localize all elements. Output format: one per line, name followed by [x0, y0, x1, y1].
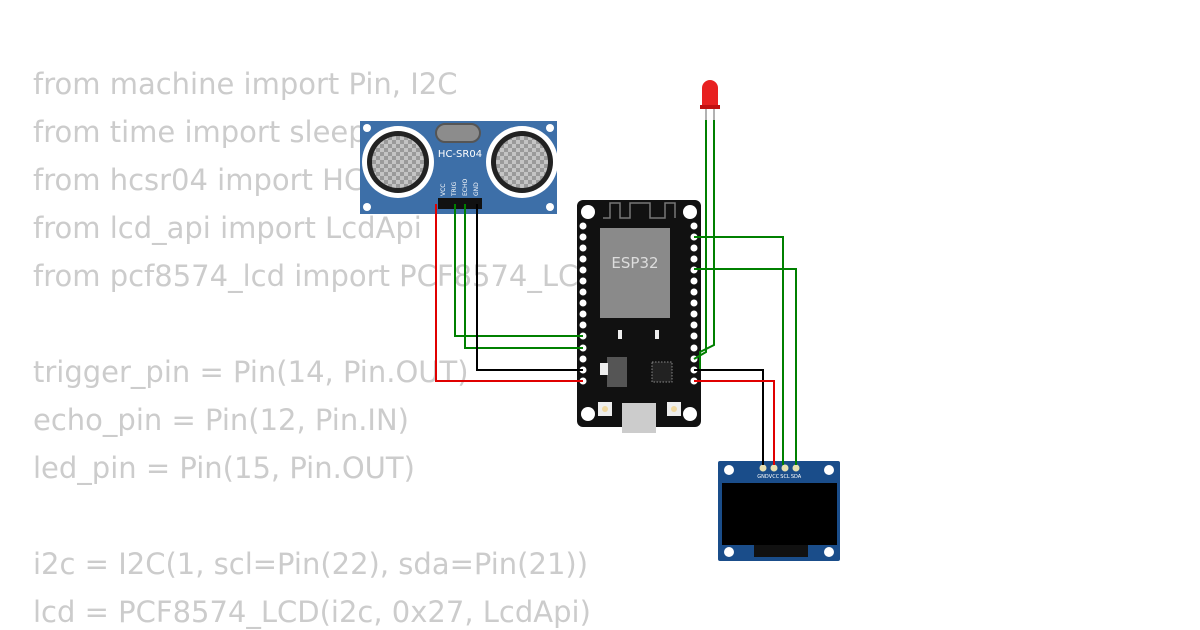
wire-led-a — [693, 120, 707, 360]
code-line: from lcd_api import LcdApi — [33, 211, 422, 245]
pin-label: VCC — [769, 474, 780, 480]
esp32-board[interactable]: ESP32 — [577, 200, 701, 433]
mcu-label: ESP32 — [611, 254, 658, 272]
oled-display[interactable]: GND VCC SCL SDA — [718, 461, 840, 561]
code-line: lcd = PCF8574_LCD(i2c, 0x27, LcdApi) — [33, 595, 591, 629]
pin-label: GND — [473, 182, 480, 196]
pin-label: TRIG — [451, 181, 458, 197]
pin-label: VCC — [440, 184, 447, 196]
wire-gnd — [476, 204, 583, 371]
code-line: from time import sleep — [33, 115, 367, 149]
pin-label: SDA — [791, 474, 802, 480]
wires — [435, 120, 797, 465]
sensor-label: HC-SR04 — [438, 149, 482, 160]
code-line: from pcf8574_lcd import PCF8574_LCD — [33, 259, 601, 293]
pin-label: GND — [757, 474, 769, 480]
code-line: led_pin = Pin(15, Pin.OUT) — [33, 451, 415, 485]
red-led[interactable] — [700, 80, 720, 122]
pin-label: SCL — [780, 474, 790, 480]
code-line: i2c = I2C(1, scl=Pin(22), sda=Pin(21)) — [33, 547, 589, 581]
code-line: from machine import Pin, I2C — [33, 67, 458, 101]
wire-vcc — [435, 204, 583, 382]
wire-scl — [694, 268, 797, 465]
wire-oled-vcc — [694, 380, 775, 465]
wire-oled-gnd — [694, 369, 764, 465]
pin-label: ECHO — [462, 179, 469, 196]
hc-sr04-sensor[interactable]: HC-SR04 VCC TRIG ECHO GND — [360, 121, 558, 214]
wire-trig — [454, 204, 583, 337]
code-line: trigger_pin = Pin(14, Pin.OUT) — [33, 355, 469, 389]
wire-sda — [694, 236, 784, 465]
code-line: echo_pin = Pin(12, Pin.IN) — [33, 403, 409, 437]
wire-echo — [464, 204, 583, 349]
